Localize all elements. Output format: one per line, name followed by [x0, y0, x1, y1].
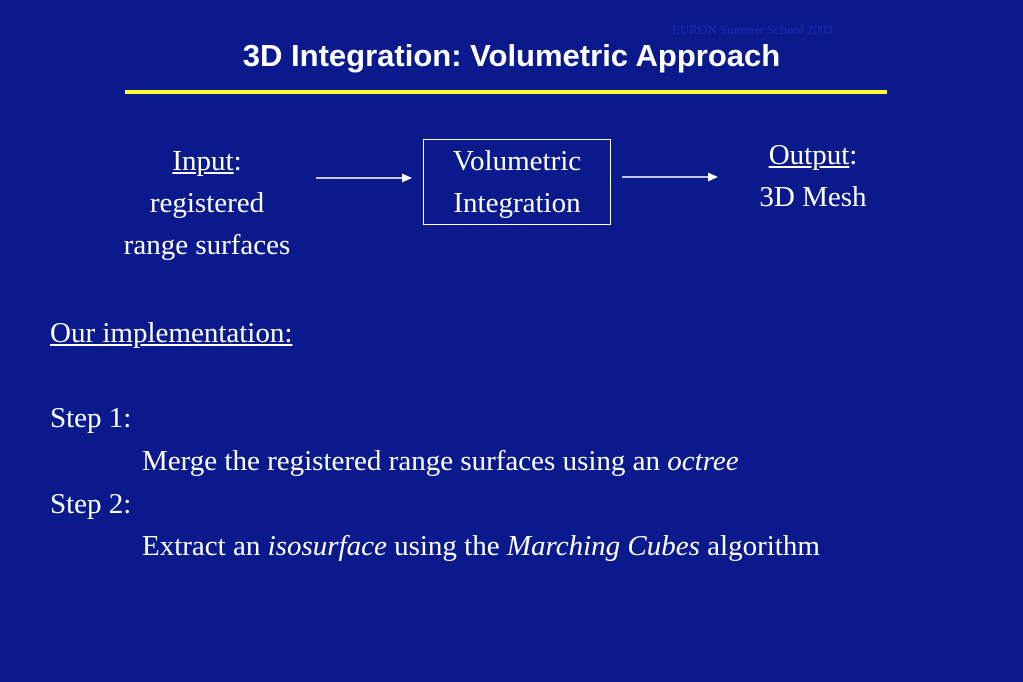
step-1-description: Merge the registered range surfaces usin… — [142, 441, 739, 481]
step-1-italic-term: octree — [667, 445, 739, 477]
process-line-2: Integration — [453, 187, 581, 219]
input-block: Input: registered range surfaces — [97, 140, 317, 266]
step-2-label: Step 2: — [50, 488, 132, 520]
arrow-input-to-process — [316, 171, 412, 185]
process-line-1: Volumetric — [452, 145, 582, 177]
title-underline-rule — [125, 90, 887, 94]
input-label: Input — [172, 145, 234, 177]
process-box: Volumetric Integration — [423, 139, 611, 225]
input-line-3: range surfaces — [123, 229, 291, 261]
output-heading: Output: — [728, 134, 898, 176]
watermark: EURON Summer School 2003 — [672, 22, 833, 37]
step-1-text: Merge the registered range surfaces usin… — [142, 445, 668, 477]
step-2-description: Extract an isosurface using the Marching… — [142, 526, 820, 566]
output-block: Output: 3D Mesh — [728, 134, 898, 218]
input-heading: Input: — [97, 140, 317, 182]
step-1-label: Step 1: — [50, 402, 132, 434]
input-colon: : — [233, 145, 242, 177]
output-colon: : — [849, 139, 858, 171]
step-2-text-e: algorithm — [699, 530, 820, 562]
step-2-italic-isosurface: isosurface — [267, 530, 387, 562]
input-line-2: registered — [149, 187, 265, 219]
implementation-heading: Our implementation: — [50, 317, 293, 349]
step-2-text-a: Extract an — [142, 530, 268, 562]
step-2-italic-marching-cubes: Marching Cubes — [506, 530, 700, 562]
output-label: Output — [768, 139, 850, 171]
output-line-2: 3D Mesh — [759, 181, 867, 213]
slide-title: 3D Integration: Volumetric Approach — [242, 38, 781, 73]
step-2-text-c: using the — [386, 530, 507, 562]
arrow-process-to-output — [622, 170, 718, 184]
